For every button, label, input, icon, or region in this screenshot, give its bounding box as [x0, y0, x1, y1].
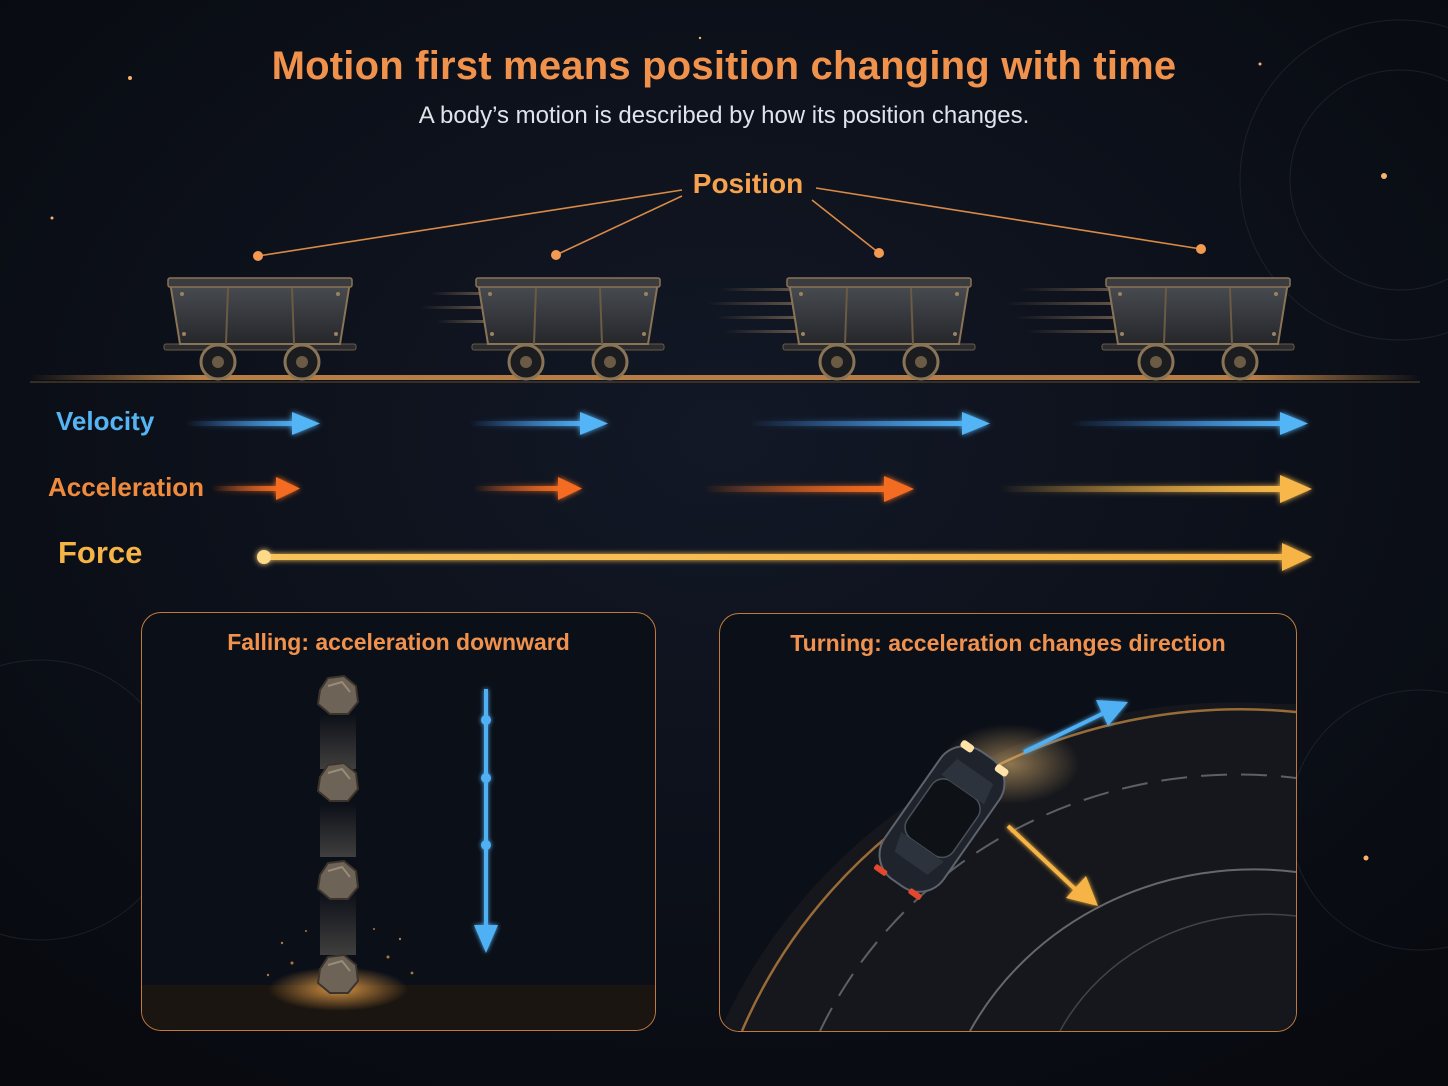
falling-illustration — [142, 613, 655, 1030]
force-label: Force — [58, 535, 142, 571]
rock-4 — [318, 955, 358, 993]
position-marker-4 — [1196, 244, 1206, 254]
turning-panel: Turning: acceleration changes direction — [719, 613, 1297, 1032]
falling-acceleration-arrow — [474, 689, 498, 953]
position-marker-1 — [253, 251, 263, 261]
position-label: Position — [668, 168, 828, 200]
rock-3 — [318, 861, 358, 899]
rock-1 — [318, 676, 358, 714]
turning-panel-title: Turning: acceleration changes direction — [720, 630, 1296, 657]
page-title: Motion first means position changing wit… — [0, 44, 1448, 89]
velocity-label: Velocity — [56, 406, 154, 437]
force-origin-dot — [257, 550, 271, 564]
rail-track — [30, 375, 1420, 380]
position-marker-2 — [551, 250, 561, 260]
turning-illustration — [720, 614, 1296, 1031]
falling-panel: Falling: acceleration downward — [141, 612, 656, 1031]
acceleration-label: Acceleration — [48, 472, 204, 503]
falling-panel-title: Falling: acceleration downward — [142, 629, 655, 656]
position-marker-3 — [874, 248, 884, 258]
page-subtitle: A body’s motion is described by how its … — [0, 102, 1448, 130]
